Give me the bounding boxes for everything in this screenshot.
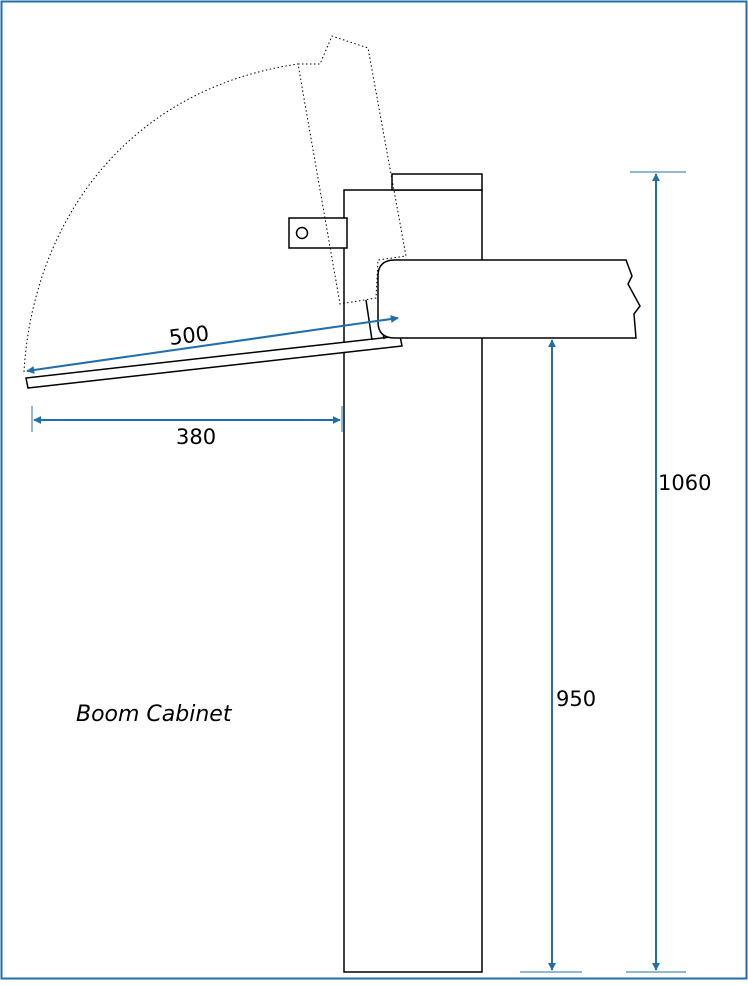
raised-boom-outline <box>297 35 407 305</box>
cabinet-top-cap <box>391 173 483 191</box>
label-offset: 380 <box>176 425 216 449</box>
label-reach: 500 <box>168 321 211 350</box>
dimension-line-reach <box>26 315 399 374</box>
boom-arm <box>377 259 641 339</box>
drawing-caption: Boom Cabinet <box>76 702 233 727</box>
swing-arc <box>23 63 299 373</box>
hinge-pin-icon <box>295 226 309 240</box>
label-boom-height: 950 <box>556 687 596 711</box>
hinge-bracket <box>288 217 348 249</box>
label-total-height: 1060 <box>658 471 711 495</box>
